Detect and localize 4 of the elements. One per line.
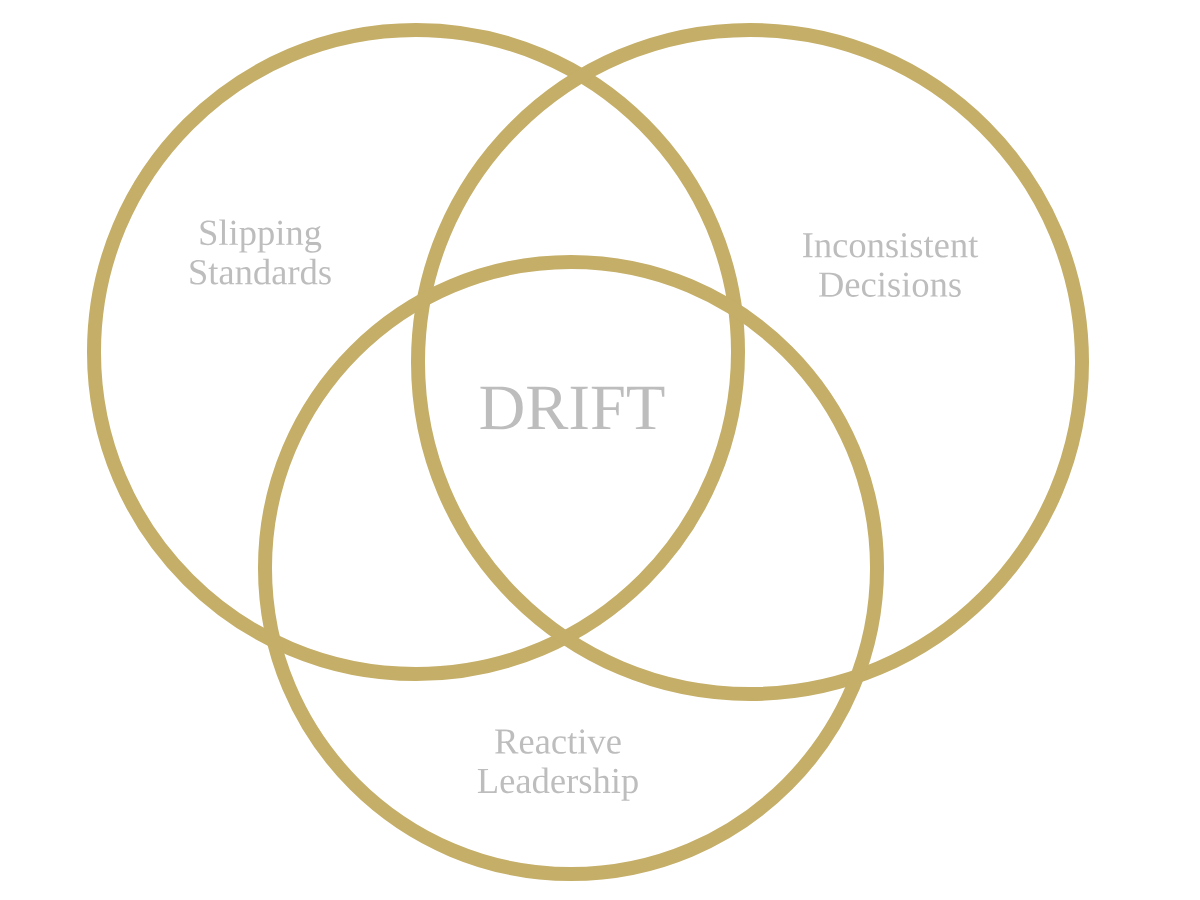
- center-label: DRIFT: [480, 386, 665, 430]
- circle-label: Inconsistent Decisions: [803, 233, 979, 297]
- circle-label: Slipping Standards: [190, 219, 331, 285]
- circle-label: Reactive Leadership: [477, 729, 638, 801]
